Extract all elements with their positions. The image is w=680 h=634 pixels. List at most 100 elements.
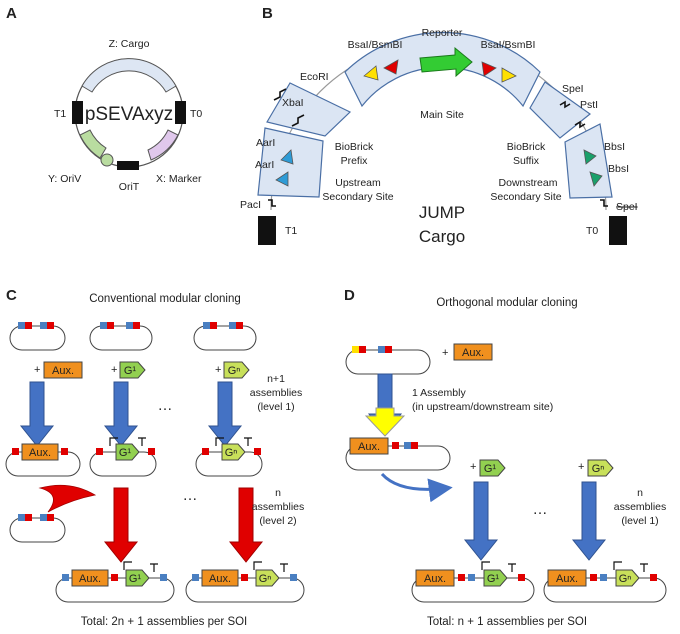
jump-cargo-label-2: Cargo [419,227,465,246]
aux-product-label-d: Aux. [358,441,380,453]
ellipsis-d: … [533,501,548,518]
ellipsis-c2: … [183,487,198,504]
terminator-glyph [138,437,146,446]
site-red [411,442,418,449]
marker-segment [147,129,179,161]
biobrick-suffix-label-2: Suffix [513,155,540,167]
aux-l1-label-d1: Aux. [424,573,446,585]
promoter-glyph [123,561,132,570]
terminator-glyph [508,563,516,572]
site-blue [229,322,236,329]
red-arrow-c1 [103,487,139,563]
spei-top-label: SpeI [562,83,584,95]
g1-l2-label-c: G¹ [129,573,142,585]
site-red [61,448,68,455]
site-red [96,448,103,455]
site-red [518,574,525,581]
site-blue [378,346,385,353]
biobrick-prefix-segment [266,82,352,137]
site-blue [62,574,69,581]
aari-label-1: AarI [256,137,275,149]
site-blue [192,574,199,581]
spei-bottom-label: SpeI [616,201,638,213]
terminator-glyph [150,563,158,572]
site-blue [126,322,133,329]
site-blue [203,322,210,329]
plasmid-c3 [193,325,257,351]
one-assembly-2: (in upstream/downstream site) [412,401,553,413]
site-yellow [352,346,359,353]
gn-part-d [587,459,614,477]
aux-l1-d2 [547,569,587,587]
downstream-label-1: Downstream [499,177,558,189]
level1-d-2: assemblies [614,501,667,513]
level1-c-1: n+1 [267,373,285,385]
panel-d-title: Orthogonal modular cloning [436,297,577,309]
bbsi-label-1: BbsI [604,141,625,153]
plus-g1-c: + [111,364,117,376]
gn-l2-label-c: Gⁿ [259,573,272,585]
site-red [210,322,217,329]
site-red [385,346,392,353]
plasmid-d1 [345,349,431,375]
g1-l2-c [125,569,150,587]
level1-d-1: n [637,487,643,499]
gn-product-label-c: Gⁿ [225,447,238,459]
total-d: Total: n + 1 assemblies per SOI [427,616,587,628]
reporter-label: Reporter [422,27,463,39]
red-triangle-left [383,59,399,75]
t0-terminator-block-b [609,216,627,245]
site-blue [468,574,475,581]
site-red [25,322,32,329]
oriv-segment [79,129,107,159]
aux-product-label-c: Aux. [29,447,51,459]
level2-c-2: assemblies [252,501,305,513]
blue-arrow-d2 [571,481,607,561]
orit-block [117,161,139,170]
aux-l2-c1 [71,569,109,587]
g1-product-c [115,443,140,461]
t1-label: T1 [54,108,66,120]
aux-product-d [349,437,389,455]
site-red [111,574,118,581]
t0-label: T0 [190,108,202,120]
gn-product-c [221,443,246,461]
panel-label-b: B [262,5,273,22]
site-red [12,448,19,455]
plus-g1-d: + [470,461,476,473]
promoter-glyph [109,437,118,446]
panel-label-a: A [6,5,17,22]
plasmid-c2 [89,325,153,351]
xbai-label: XbaI [282,97,304,109]
t1-terminator-block [72,101,83,124]
psti-label: PstI [580,99,598,111]
g1-part-c [119,361,146,379]
paci-site-glyph [268,199,276,207]
bbsi-triangle-1 [583,149,597,165]
site-red [202,448,209,455]
red-arrow-c2 [228,487,264,563]
site-red [650,574,657,581]
jump-cargo-label-1: JUMP [419,203,465,222]
site-blue [160,574,167,581]
terminator-glyph [244,437,252,446]
aux-part-c [43,361,83,379]
paci-label: PacI [240,199,261,211]
promoter-glyph [253,561,262,570]
cargo-label: Z: Cargo [109,38,150,50]
bsai-left-label: BsaI/BsmBI [348,39,403,51]
site-red [458,574,465,581]
aari-label-2: AarI [255,159,274,171]
upstream-label-2: Secondary Site [322,191,393,203]
site-red [241,574,248,581]
curved-blue-arrow [380,472,453,503]
terminator-glyph [640,563,648,572]
aux-label-d: Aux. [462,347,484,359]
gn-l2-c [255,569,280,587]
plus-gn-c: + [215,364,221,376]
t0-terminator-block [175,101,186,124]
level2-c-3: (level 2) [259,515,296,527]
panel-c: C Conventional modular cloning + Aux. + … [5,287,305,628]
promoter-glyph [215,437,224,446]
spei-site-glyph [559,100,571,109]
